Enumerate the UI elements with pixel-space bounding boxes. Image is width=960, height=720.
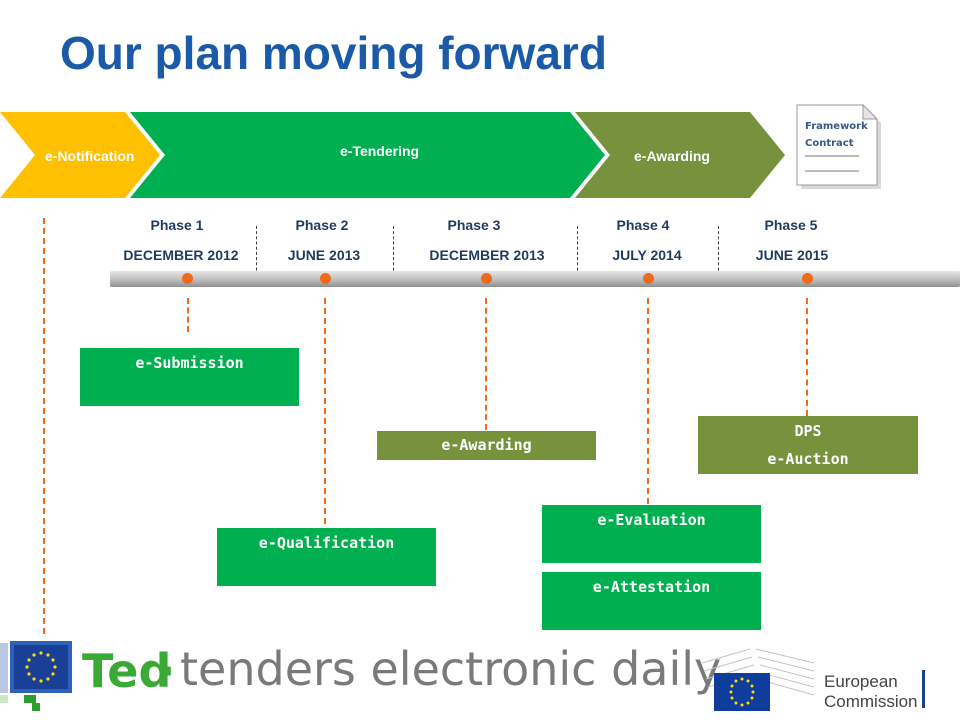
arrow-label-e-tendering: e-Tendering xyxy=(340,143,420,159)
module-e-awarding: e-Awarding xyxy=(377,431,596,460)
phase-separator xyxy=(256,226,257,286)
module-label: e-Awarding xyxy=(441,436,532,454)
module-label: e-Evaluation xyxy=(597,511,706,529)
phase-separator xyxy=(393,226,394,286)
ec-divider xyxy=(922,670,925,708)
module-label-e-auction: e-Auction xyxy=(767,450,849,468)
module-label: e-Attestation xyxy=(592,578,711,596)
milestone-dot xyxy=(802,273,813,284)
milestone-dot xyxy=(182,273,193,284)
framework-doc-line2: Contract xyxy=(805,138,854,149)
module-label-dps: DPS xyxy=(794,422,822,440)
connector-line xyxy=(187,298,189,332)
connector-line xyxy=(647,298,649,504)
milestone-dot xyxy=(320,273,331,284)
process-arrows xyxy=(0,112,785,198)
phase-separator xyxy=(577,226,578,286)
connector-line xyxy=(43,218,45,634)
connector-line xyxy=(485,298,487,430)
arrow-label-e-notification: e-Notification xyxy=(45,148,135,164)
module-e-evaluation: e-Evaluation xyxy=(542,505,761,563)
phase-2-label: Phase 2 xyxy=(295,217,349,233)
ec-line1: European xyxy=(824,672,898,691)
phase-3-date: DECEMBER 2013 xyxy=(429,247,545,263)
phase-4-label: Phase 4 xyxy=(616,217,670,233)
phase-1-date: DECEMBER 2012 xyxy=(123,247,239,263)
milestone-dot xyxy=(481,273,492,284)
module-label: e-Submission xyxy=(135,354,244,372)
ted-tagline: tenders electronic daily xyxy=(180,642,722,696)
milestone-dot xyxy=(643,273,654,284)
document-icon xyxy=(796,103,881,189)
ted-logo-flag xyxy=(0,641,72,711)
phase-5-label: Phase 5 xyxy=(764,217,818,233)
module-e-qualification: e-Qualification xyxy=(217,528,436,586)
module-label: e-Qualification xyxy=(258,534,395,552)
module-e-submission: e-Submission xyxy=(80,348,299,406)
phase-2-date: JUNE 2013 xyxy=(287,247,361,263)
arrow-label-e-awarding: e-Awarding xyxy=(634,148,710,164)
phase-3-label: Phase 3 xyxy=(447,217,501,233)
timeline-bar xyxy=(110,271,960,287)
phase-5-date: JUNE 2015 xyxy=(755,247,829,263)
arrow-e-awarding xyxy=(575,112,785,198)
connector-line xyxy=(324,298,326,524)
framework-doc-line1: Framework xyxy=(805,121,868,132)
ec-line2: Commission xyxy=(824,692,918,711)
module-dps-e-auction: DPS e-Auction xyxy=(698,416,918,474)
european-commission-logo xyxy=(701,648,815,711)
arrow-e-tendering xyxy=(130,112,605,198)
page-title: Our plan moving forward xyxy=(60,27,607,79)
arrow-e-notification xyxy=(0,112,160,198)
ted-separator: · xyxy=(158,644,176,698)
phase-4-date: JULY 2014 xyxy=(612,247,682,263)
ted-brand: Ted xyxy=(82,644,172,698)
phase-separator xyxy=(718,226,719,286)
connector-line xyxy=(806,298,808,416)
module-e-attestation: e-Attestation xyxy=(542,572,761,630)
phase-1-label: Phase 1 xyxy=(150,217,204,233)
